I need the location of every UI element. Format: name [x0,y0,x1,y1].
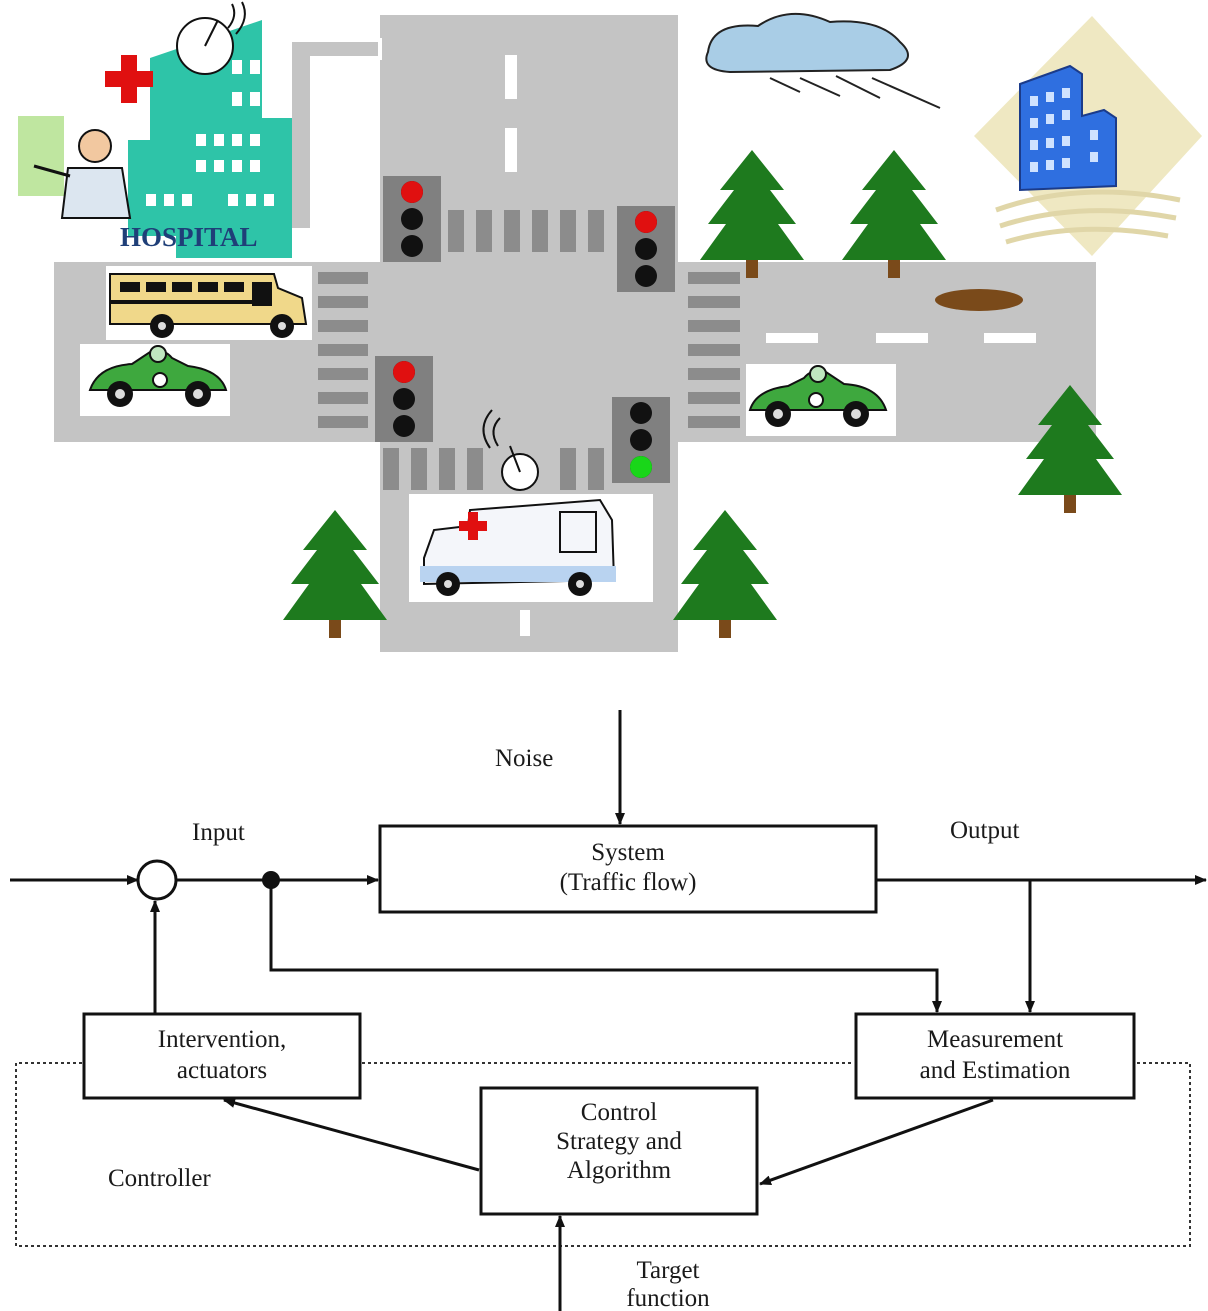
control-sublabel-1: Strategy and [556,1128,682,1155]
crosswalks [318,210,740,490]
measurement-box [854,1012,1136,1100]
traffic-light-south-west [375,356,433,442]
measurement-label: Measurement [927,1026,1063,1053]
input-label: Input [192,819,245,846]
measurement-control-arrow [759,1098,994,1186]
measurement-sublabel: and Estimation [920,1057,1071,1084]
traffic-light-south-east [612,397,670,483]
intersection-illustration: HOSPITAL [18,1,1202,652]
output-label: Output [950,817,1020,844]
traffic-light-north-west [383,176,441,262]
control-intervention-arrow [223,1098,480,1172]
presenter-person-icon [18,116,132,219]
satellite-dish-icon [482,409,539,491]
target-sublabel: function [626,1285,710,1311]
control-sublabel-2: Algorithm [567,1157,672,1184]
intervention-box [82,1012,362,1100]
control-strategy-box [479,1086,759,1216]
race-car-east-icon [746,364,896,436]
control-label: Control [581,1099,657,1126]
system-box [378,824,878,914]
pothole-icon [935,289,1023,311]
intervention-sublabel: actuators [177,1057,267,1084]
office-building-icon [974,16,1202,256]
noise-label: Noise [495,745,553,772]
rain-cloud-icon [705,12,941,109]
system-label: System [591,839,665,866]
intervention-label: Intervention, [158,1026,286,1053]
lane-markings [505,55,1036,636]
school-bus-icon [106,266,312,340]
controller-boundary [15,1062,1191,1247]
hospital-sign: HOSPITAL [120,222,258,252]
traffic-light-north-east [617,206,675,292]
hospital-building-icon [128,1,292,258]
input-measurement-arrow [269,880,942,1013]
target-label: Target [636,1257,699,1284]
system-sublabel: (Traffic flow) [560,869,697,896]
race-car-west-icon [80,344,230,416]
control-block-diagram: Noise Input System (Traffic flow) Output… [10,710,1207,1311]
controller-label: Controller [108,1165,211,1192]
hospital-driveway [288,38,382,232]
ambulance-icon [409,494,653,602]
summing-junction [136,859,178,901]
red-cross-icon [105,55,153,103]
